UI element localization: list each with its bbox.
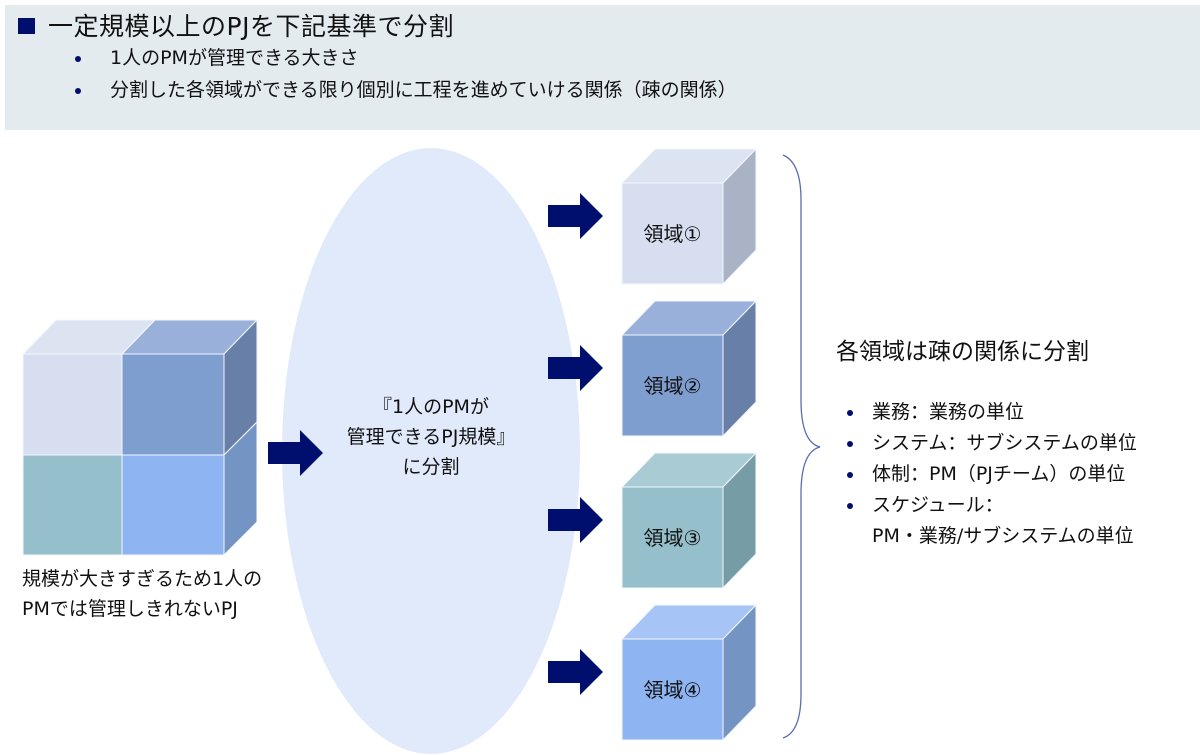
- caption-line: PMでは管理しきれないPJ: [22, 598, 238, 620]
- criteria-item: システム：サブシステムの単位: [845, 428, 1137, 459]
- split-rule-line: に分割: [402, 456, 460, 478]
- criteria-text: スケジュール：: [872, 494, 1004, 516]
- split-criteria-list: 業務：業務の単位 システム：サブシステムの単位 体制：PM（PJチーム）の単位 …: [845, 397, 1137, 552]
- bullet-dot-icon: [847, 441, 853, 447]
- header-bullet-item: 分割した各領域ができる限り個別に工程を進めていける関係（疎の関係）: [75, 76, 975, 104]
- arrow-right-icon: [548, 649, 603, 695]
- cube-front-domain-4: [121, 454, 225, 556]
- header-bullet-text: 分割した各領域ができる限り個別に工程を進めていける関係（疎の関係）: [110, 79, 737, 101]
- scope-ellipse: [282, 148, 580, 754]
- bullet-dot-icon: [847, 472, 853, 478]
- domain-cube: [620, 451, 758, 590]
- domain-label: 領域④: [643, 678, 702, 702]
- caption-line: 規模が大きすぎるため1人の: [22, 568, 263, 590]
- arrow-right-icon: [548, 193, 603, 239]
- square-bullet-icon: [18, 18, 35, 34]
- header-bullet-text: 1人のPMが管理できる大きさ: [110, 47, 359, 69]
- criteria-item-continuation: PM・業務/サブシステムの単位: [845, 521, 1137, 552]
- domain-cube-front: [621, 334, 724, 437]
- cube-front-domain-2: [121, 353, 225, 456]
- header-title: 一定規模以上のPJを下記基準で分割: [48, 12, 454, 41]
- large-project-caption: 規模が大きすぎるため1人の PMでは管理しきれないPJ: [22, 564, 262, 624]
- criteria-text: 業務：業務の単位: [872, 401, 1025, 423]
- criteria-text: PM・業務/サブシステムの単位: [872, 525, 1134, 547]
- split-rule-line: 管理できるPJ規模』: [346, 426, 516, 448]
- criteria-text: 体制：PM（PJチーム）の単位: [872, 463, 1126, 485]
- domain-cube: [620, 299, 758, 438]
- bullet-dot-icon: [75, 56, 81, 62]
- arrow-right-icon: [548, 497, 603, 543]
- criteria-text: システム：サブシステムの単位: [872, 432, 1137, 454]
- cube-front-domain-3: [22, 454, 123, 556]
- curly-brace: [782, 154, 821, 739]
- cube-front-domain-1: [22, 353, 123, 456]
- split-rule-line: 『1人のPMが: [373, 396, 489, 418]
- arrow-right-icon: [268, 430, 323, 476]
- criteria-item: スケジュール：: [845, 490, 1137, 521]
- criteria-item: 体制：PM（PJチーム）の単位: [845, 459, 1137, 490]
- bullet-dot-icon: [847, 503, 853, 509]
- large-project-cube: [21, 318, 259, 557]
- domain-cube-front: [621, 486, 724, 589]
- domain-cube-front: [621, 638, 724, 741]
- domain-cube: [620, 603, 758, 742]
- bullet-dot-icon: [847, 410, 853, 416]
- right-title: 各領域は疎の関係に分割: [836, 339, 1089, 365]
- criteria-item: 業務：業務の単位: [845, 397, 1137, 428]
- arrow-right-icon: [548, 345, 603, 391]
- domain-label: 領域②: [643, 374, 702, 398]
- header-panel: 一定規模以上のPJを下記基準で分割 1人のPMが管理できる大きさ 分割した各領域…: [5, 5, 1200, 130]
- domain-cube-front: [621, 182, 724, 285]
- header-bullet-item: 1人のPMが管理できる大きさ: [75, 44, 675, 72]
- domain-label: 領域③: [643, 526, 702, 550]
- domain-label: 領域①: [643, 222, 702, 246]
- domain-cube: [620, 147, 758, 286]
- split-rule-text: 『1人のPMが 管理できるPJ規模』 に分割: [300, 392, 562, 482]
- bullet-dot-icon: [75, 88, 81, 94]
